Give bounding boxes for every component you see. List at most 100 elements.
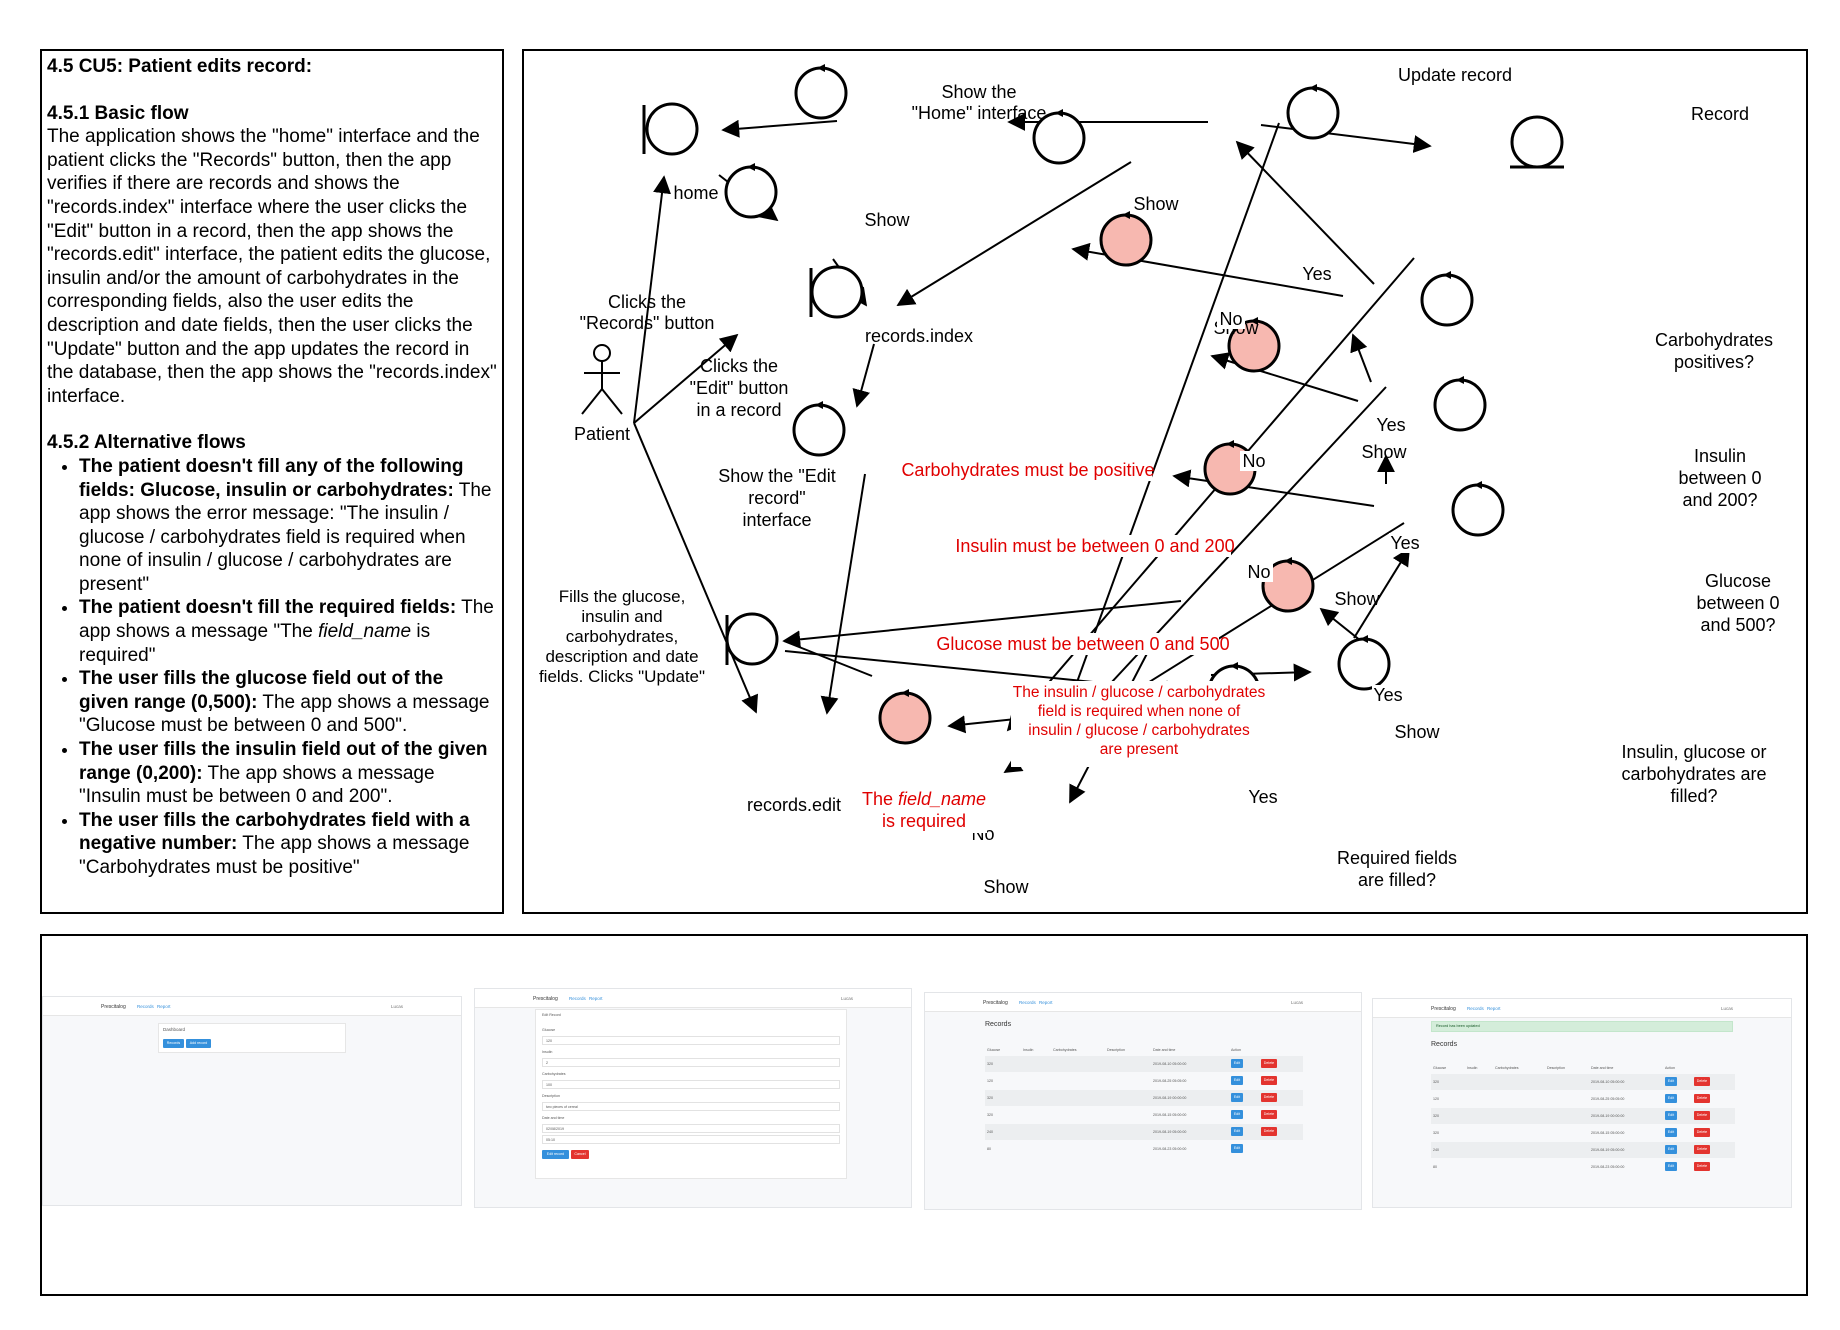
field-label: Description (542, 1094, 560, 1098)
brand-logo[interactable]: Prescitalog (533, 996, 558, 1002)
delete-button[interactable]: Delete (1694, 1145, 1710, 1154)
carbohydrates-field[interactable]: 100 (542, 1080, 840, 1089)
column-header: Action (1665, 1066, 1675, 1070)
use-case-title: 4.5 CU5: Patient edits record: (47, 56, 313, 77)
user-menu[interactable]: Lucas (1720, 1006, 1733, 1011)
edge-showedit-edit (820, 473, 866, 715)
edit-button[interactable]: Edit (1665, 1128, 1677, 1137)
delete-button[interactable]: Delete (1694, 1128, 1710, 1137)
glucose-cell: 80 (987, 1147, 991, 1151)
date-cell: 2019-08-15 05:00:00 (1591, 1131, 1625, 1135)
nav-records-link[interactable]: Records (1467, 1006, 1484, 1011)
edit-button[interactable]: Edit (1665, 1094, 1677, 1103)
date-cell: 2019-08-10 05:00:00 (1591, 1080, 1625, 1084)
delete-button[interactable]: Delete (1261, 1127, 1277, 1136)
table-row: 320 2019-08-10 05:00:00 Edit Delete (985, 1056, 1303, 1072)
date-cell: 2019-08-23 05:00:00 (1153, 1147, 1187, 1151)
delete-button[interactable]: Delete (1261, 1076, 1277, 1085)
show-home-label-2: "Home" interface (912, 103, 1047, 123)
alternative-flow-item: The user fills the glucose field out of … (79, 667, 497, 738)
alt-flow-result: The app shows a message "Insulin must be… (79, 762, 435, 808)
navbar: Prescitalog Records Report Lucas (43, 997, 461, 1016)
column-header: Insulin (1023, 1048, 1034, 1052)
nav-records-link[interactable]: Records (569, 996, 586, 1001)
nav-report-link[interactable]: Report (589, 996, 603, 1001)
table-row: 320 2019-08-19 00:00:00 Edit Delete (985, 1090, 1303, 1106)
delete-button[interactable]: Delete (1694, 1077, 1710, 1086)
edit-button[interactable]: Edit (1665, 1111, 1677, 1120)
clicks-records-label-1: Clicks the (608, 292, 686, 312)
edit-button[interactable]: Edit (1665, 1145, 1677, 1154)
delete-button[interactable]: Delete (1261, 1110, 1277, 1119)
delete-button[interactable]: Delete (1261, 1093, 1277, 1102)
glucose-cell: 240 (987, 1130, 993, 1134)
edit-record-submit-button[interactable]: Edit record (542, 1150, 569, 1159)
delete-button[interactable]: Delete (1694, 1111, 1710, 1120)
brand-logo[interactable]: Prescitalog (983, 1000, 1008, 1006)
nav-report-link[interactable]: Report (1039, 1000, 1053, 1005)
robustness-diagram-panel: Patient (522, 49, 1808, 914)
delete-button[interactable]: Delete (1694, 1162, 1710, 1171)
show-glucose-error-label: Show (1334, 589, 1380, 609)
glucose-cell: 320 (1433, 1114, 1439, 1118)
glucose-error-message: Glucose must be between 0 and 500 (936, 634, 1229, 654)
date-cell: 2019-08-19 05:00:00 (1591, 1148, 1625, 1152)
date-cell: 2019-08-19 05:00:00 (1153, 1130, 1187, 1134)
patient-actor-label: Patient (574, 424, 630, 444)
interface-screenshots-panel: Prescitalog Records Report Lucas Dashboa… (40, 934, 1808, 1296)
clicks-records-label-2: "Records" button (580, 313, 715, 333)
carbs-question-label-2: positives? (1674, 352, 1754, 372)
records-button[interactable]: Records (163, 1039, 184, 1048)
nav-report-link[interactable]: Report (157, 1004, 171, 1009)
yes-label: Yes (1390, 533, 1419, 553)
time-field[interactable]: 05:10 (542, 1135, 840, 1144)
table-row: 120 2019-08-25 05:05:00 Edit Delete (1431, 1091, 1735, 1107)
insulin-question-label-2: between 0 (1678, 468, 1761, 488)
insulin-question-label-3: and 200? (1682, 490, 1757, 510)
field-label: Carbohydrates (542, 1072, 566, 1076)
clicks-edit-label-2: "Edit" button (690, 378, 789, 398)
glucose-cell: 80 (1433, 1165, 1437, 1169)
glucose-field[interactable]: 120 (542, 1036, 840, 1045)
alternative-flow-item: The user fills the carbohydrates field w… (79, 809, 497, 880)
edit-record-card: Edit Record Glucose 120 Insulin 2 Carboh… (535, 1009, 847, 1179)
edit-button[interactable]: Edit (1231, 1076, 1243, 1085)
edit-button[interactable]: Edit (1231, 1110, 1243, 1119)
basic-flow-text: The application shows the "home" interfa… (47, 126, 497, 407)
edit-button[interactable]: Edit (1665, 1077, 1677, 1086)
records-index-label: records.index (865, 326, 973, 346)
cancel-button[interactable]: Cancel (571, 1150, 589, 1159)
records-edit-boundary-node (725, 612, 779, 666)
edit-button[interactable]: Edit (1231, 1127, 1243, 1136)
brand-logo[interactable]: Prescitalog (101, 1004, 126, 1010)
date-field[interactable]: 02/08/2019 (542, 1124, 840, 1133)
brand-logo[interactable]: Prescitalog (1431, 1006, 1456, 1012)
show-edit-label-3: interface (742, 510, 811, 530)
add-record-button[interactable]: Add record (186, 1039, 211, 1048)
nav-records-link[interactable]: Records (137, 1004, 154, 1009)
nav-records-link[interactable]: Records (1019, 1000, 1036, 1005)
show-required-error-label: Show (983, 877, 1029, 897)
edit-button[interactable]: Edit (1231, 1059, 1243, 1068)
date-cell: 2019-08-19 00:00:00 (1591, 1114, 1625, 1118)
user-menu[interactable]: Lucas (390, 1004, 403, 1009)
delete-button[interactable]: Delete (1261, 1059, 1277, 1068)
column-header: Date and time (1591, 1066, 1614, 1070)
edit-button[interactable]: Edit (1231, 1093, 1243, 1102)
user-menu[interactable]: Lucas (840, 996, 853, 1001)
insulin-field[interactable]: 2 (542, 1058, 840, 1067)
nav-report-link[interactable]: Report (1487, 1006, 1501, 1011)
edge-showtop-index (896, 161, 1132, 306)
yes-label: Yes (1248, 787, 1277, 807)
date-cell: 2019-08-25 05:05:00 (1591, 1097, 1625, 1101)
insulin-question-label-1: Insulin (1694, 446, 1746, 466)
user-menu[interactable]: Lucas (1290, 1000, 1303, 1005)
delete-button[interactable]: Delete (1694, 1094, 1710, 1103)
glucose-cell: 320 (987, 1096, 993, 1100)
edit-button[interactable]: Edit (1231, 1144, 1243, 1153)
glucose-cell: 320 (1433, 1080, 1439, 1084)
yes-label: Yes (1373, 685, 1402, 705)
description-field[interactable]: two pieces of cereal (542, 1102, 840, 1111)
clicks-edit-label-1: Clicks the (700, 356, 778, 376)
edit-button[interactable]: Edit (1665, 1162, 1677, 1171)
